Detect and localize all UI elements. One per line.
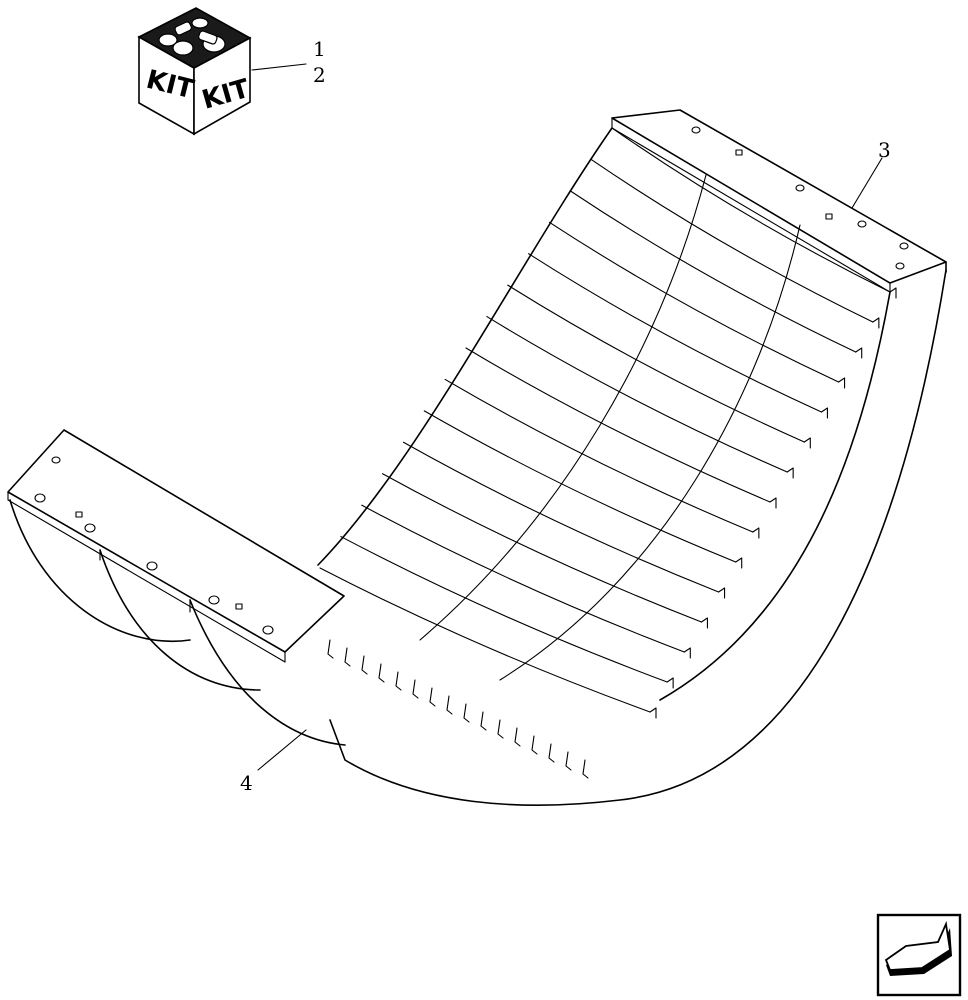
crossbar-hook	[666, 677, 674, 689]
crossbar	[528, 253, 822, 413]
tooth	[446, 695, 453, 715]
back-arrow-icon	[884, 920, 952, 976]
crossbar	[402, 441, 720, 593]
crossbar-hook	[752, 527, 760, 539]
crossbar	[361, 504, 685, 653]
tooth	[531, 735, 538, 755]
tooth	[514, 727, 521, 747]
concave-part-2	[7, 429, 589, 779]
crossbar	[548, 221, 840, 383]
crossbar	[486, 316, 788, 473]
crossbar	[465, 347, 771, 503]
tooth	[361, 655, 368, 675]
tooth	[395, 671, 402, 691]
tooth	[480, 711, 487, 731]
tooth	[565, 751, 572, 771]
tooth	[497, 719, 504, 739]
callout-2: 4	[240, 771, 253, 795]
tooth	[548, 743, 555, 763]
crossbar-hook	[820, 407, 828, 419]
back-navigation-button[interactable]	[876, 913, 962, 997]
tooth	[378, 663, 385, 683]
crossbar-hook	[769, 497, 777, 509]
callout-3: 1	[313, 37, 326, 61]
leader-line-2	[257, 729, 307, 771]
leader-line-3-4	[251, 63, 307, 71]
crossbar	[382, 473, 702, 623]
tooth	[412, 679, 419, 699]
concave-part-1	[317, 109, 947, 806]
crossbar-hook	[649, 707, 657, 719]
concave-teeth	[327, 639, 589, 779]
crossbar	[590, 158, 874, 323]
crossbar	[507, 284, 805, 443]
tooth	[429, 687, 436, 707]
callout-4: 2	[313, 63, 326, 87]
leader-line-1	[851, 157, 883, 209]
crossbar-hook	[803, 437, 811, 449]
kit-box-icon: KIT KIT	[137, 7, 253, 136]
tooth	[327, 639, 334, 659]
tooth	[344, 647, 351, 667]
crossbar	[444, 378, 754, 533]
crossbar-hook	[735, 557, 743, 569]
crossbar-hook	[700, 617, 708, 629]
callout-1: 3	[878, 138, 891, 162]
crossbar-hook	[889, 287, 897, 299]
crossbar	[319, 567, 651, 713]
concave-crossbars	[319, 127, 897, 719]
crossbar-hook	[872, 317, 880, 329]
crossbar-hook	[683, 647, 691, 659]
crossbar	[340, 536, 668, 683]
crossbar	[423, 410, 737, 563]
crossbar-hook	[718, 587, 726, 599]
tooth	[582, 759, 589, 779]
crossbar	[611, 127, 891, 293]
crossbar-hook	[838, 377, 846, 389]
crossbar-hook	[786, 467, 794, 479]
tooth	[463, 703, 470, 723]
crossbar-hook	[855, 347, 863, 359]
crossbar	[569, 190, 857, 353]
